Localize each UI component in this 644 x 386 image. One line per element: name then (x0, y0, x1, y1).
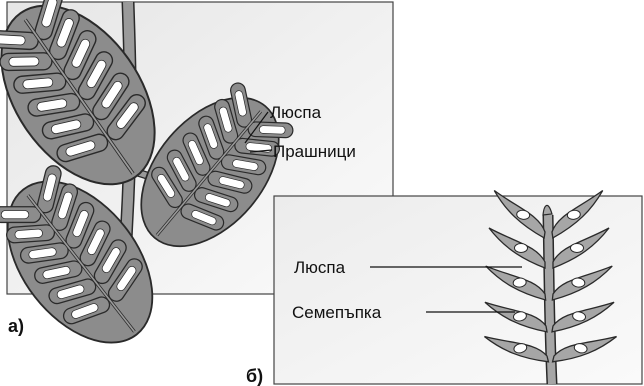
label-ovule: Семепъпка (292, 303, 382, 322)
panel-a-tag: а) (8, 316, 24, 336)
panel-b-frame (274, 196, 642, 384)
label-scale-a: Люспа (270, 103, 322, 122)
label-sporangia: Прашници (273, 142, 356, 161)
label-scale-b: Люспа (294, 258, 346, 277)
panel-b: Люспа Семепъпка б) (246, 191, 642, 386)
panel-b-tag: б) (246, 366, 263, 386)
